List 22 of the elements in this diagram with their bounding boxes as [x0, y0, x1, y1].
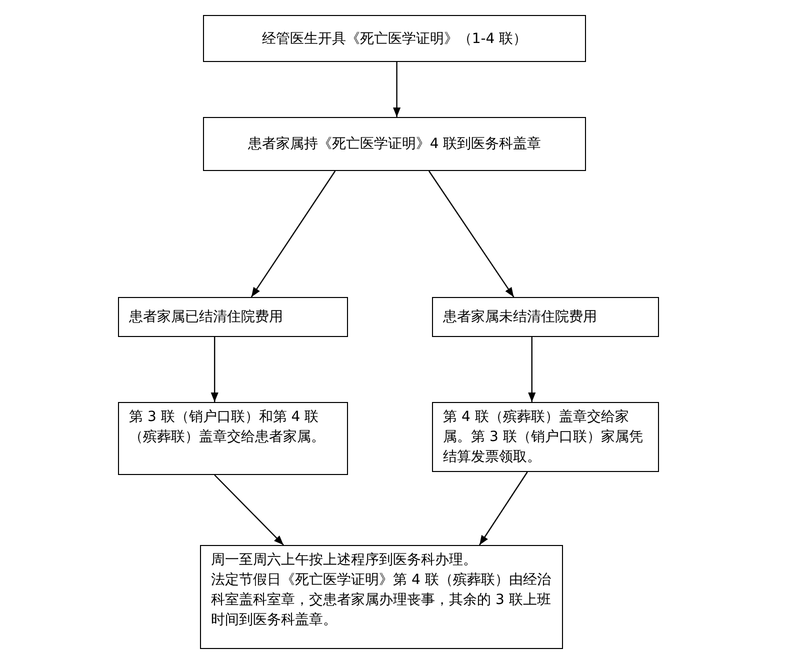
box-text: 患者家属已结清住院费用 [129, 308, 284, 327]
box-text: 患者家属未结清住院费用 [443, 308, 598, 327]
arrow [210, 337, 218, 402]
arrow [392, 62, 401, 117]
box-text: 周一至周六上午按上述程序到医务科办理。 [211, 551, 478, 570]
process-box [432, 297, 659, 337]
box-text: 患者家属持《死亡医学证明》4 联到医务科盖章 [246, 135, 542, 154]
box-text: 第 4 联（殡葬联）盖章交给家属。第 3 联（销户口联）家属凭结算发票领取。 [443, 408, 644, 467]
arrow [250, 170, 336, 298]
arrow [214, 474, 284, 546]
arrow [528, 337, 536, 402]
process-box [203, 117, 586, 171]
process-box [200, 545, 563, 649]
process-box [118, 297, 348, 337]
box-text: 第 3 联（销户口联）和第 4 联（殡葬联）盖章交给患者家属。 [129, 408, 326, 447]
process-box [118, 402, 348, 475]
arrow [428, 170, 514, 298]
arrow [479, 472, 528, 546]
box-text: 经管医生开具《死亡医学证明》（1-4 联） [260, 30, 528, 48]
process-box [203, 15, 586, 62]
process-box [432, 402, 659, 472]
box-text: 法定节假日《死亡医学证明》第 4 联（殡葬联）由经治科室盖科室章，交患者家属办理丧事，其余的 3 联上班时间到医务科盖章。 [211, 571, 552, 630]
